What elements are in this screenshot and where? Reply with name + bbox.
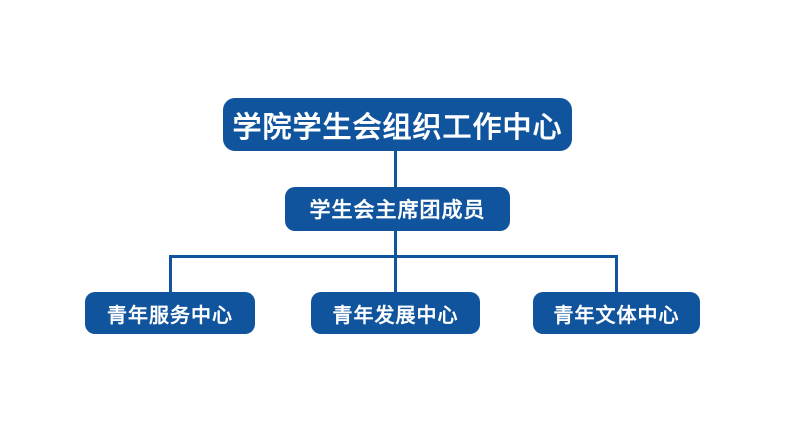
connector-root-to-level2	[394, 151, 397, 187]
connector-drop-right	[615, 255, 618, 292]
connector-level2-to-rail	[394, 231, 397, 292]
connector-drop-left	[169, 255, 172, 292]
org-node-root-label: 学院学生会组织工作中心	[232, 111, 563, 144]
org-node-youth-culture-sports-center: 青年文体中心	[533, 292, 700, 334]
org-node-presidium-label: 学生会主席团成员	[309, 199, 486, 222]
org-node-youth-development-center: 青年发展中心	[311, 292, 480, 334]
org-node-youth-service-center: 青年服务中心	[85, 292, 255, 334]
org-node-presidium: 学生会主席团成员	[285, 187, 510, 231]
org-node-youth-service-center-label: 青年服务中心	[107, 304, 233, 327]
org-node-root: 学院学生会组织工作中心	[223, 98, 572, 151]
org-node-youth-culture-sports-center-label: 青年文体中心	[553, 304, 680, 327]
connector-horizontal-rail	[169, 255, 618, 258]
org-node-youth-development-center-label: 青年发展中心	[332, 304, 459, 327]
